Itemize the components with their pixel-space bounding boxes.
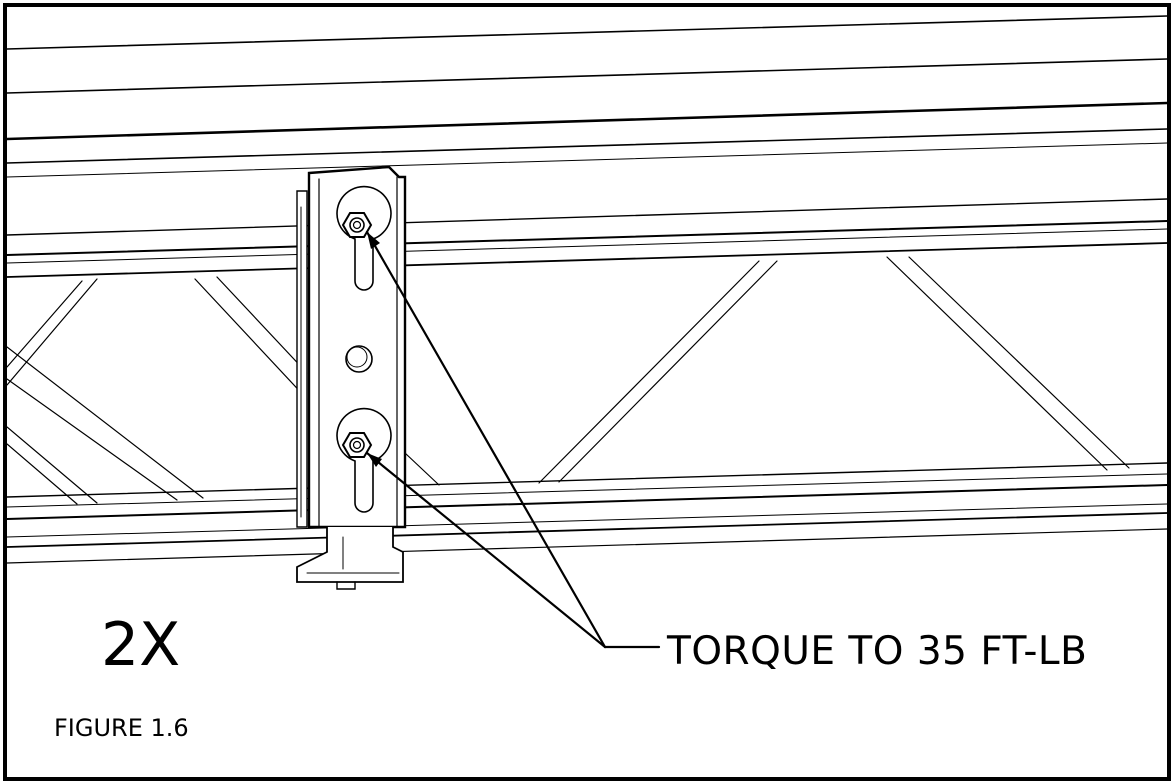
top-rail bbox=[7, 15, 1167, 178]
truss-assembly-drawing bbox=[7, 15, 1167, 649]
callout-leader-lines bbox=[365, 230, 661, 649]
quantity-label: 2X bbox=[101, 610, 181, 680]
drawing-frame: 2X TORQUE TO 35 FT-LB FIGURE 1.6 bbox=[3, 3, 1171, 781]
leader-arrowheads bbox=[367, 232, 382, 467]
torque-callout: TORQUE TO 35 FT-LB bbox=[667, 629, 1088, 674]
figure-caption: FIGURE 1.6 bbox=[54, 714, 189, 742]
hex-nut-top bbox=[341, 212, 373, 238]
web-diagonals bbox=[7, 256, 1130, 505]
hex-nut-bottom bbox=[341, 432, 373, 458]
lower-chord bbox=[7, 462, 1167, 564]
upper-chord bbox=[7, 198, 1167, 278]
